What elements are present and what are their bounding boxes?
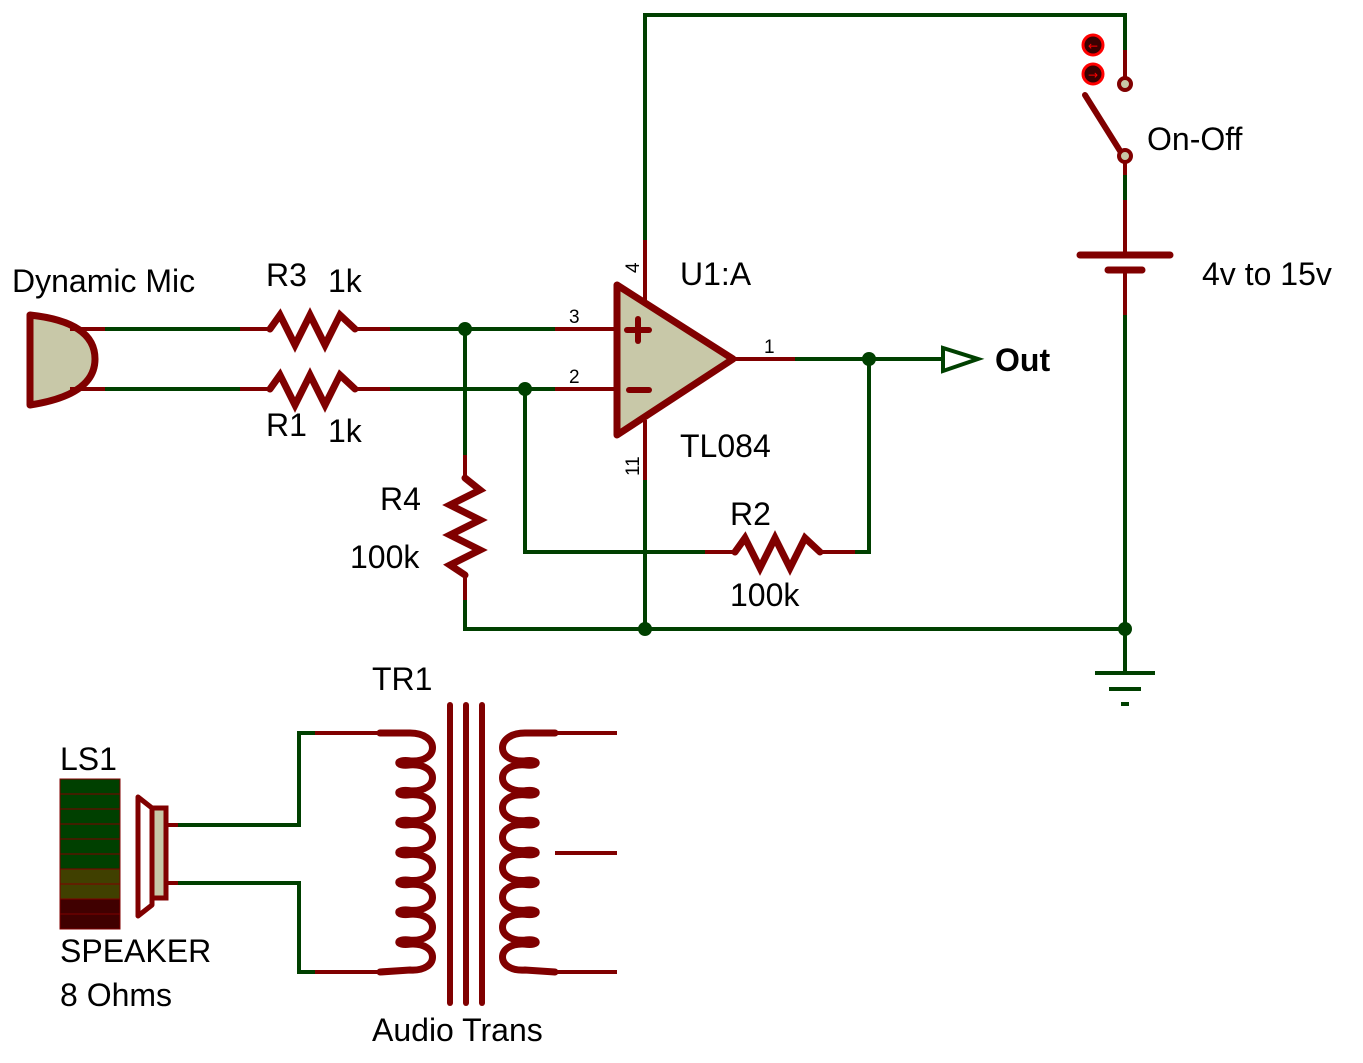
opamp-pin-2-label: 2	[569, 367, 580, 388]
switch-lever	[1082, 92, 1125, 157]
resistor-zigzag-icon	[731, 530, 824, 576]
dynamic-mic[interactable]: Dynamic Mic	[12, 263, 195, 409]
junctions	[458, 322, 1132, 636]
speaker-ls1[interactable]: LS1 SPEAKER 8 Ohms	[59, 741, 211, 1013]
switch-toggle-up-button[interactable]: ←	[1081, 33, 1105, 57]
wire-vplus	[643, 13, 1127, 242]
opamp-pin-11-label: 11	[623, 456, 644, 476]
opamp-triangle-icon	[613, 281, 737, 439]
r2-ref: R2	[730, 496, 771, 532]
resistor-r3[interactable]: R3 1k	[240, 257, 390, 353]
speaker-ref: LS1	[60, 741, 117, 777]
transformer-tr1[interactable]: TR1 Audio Trans	[315, 661, 617, 1048]
meter-segment	[59, 823, 121, 840]
plus-icon	[624, 316, 652, 344]
battery[interactable]: 4v to 15v	[1076, 200, 1332, 315]
arrow-left-icon: ←	[1088, 39, 1098, 53]
meter-segment	[59, 853, 121, 870]
resistor-r4[interactable]: R4 100k	[350, 455, 488, 600]
tr-secondary-coil-icon	[499, 729, 559, 976]
transformer-ref: TR1	[372, 661, 432, 697]
meter-segment	[59, 913, 121, 930]
meter-segment	[59, 838, 121, 855]
r2-value: 100k	[730, 577, 800, 613]
wires	[103, 13, 1127, 974]
opamp-ref: U1:A	[680, 256, 752, 292]
resistor-zigzag-icon	[442, 474, 488, 579]
speaker-cone-icon	[135, 794, 155, 919]
battery-label: 4v to 15v	[1202, 256, 1332, 292]
opamp-pin-3-label: 3	[569, 307, 580, 328]
r1-value: 1k	[328, 413, 363, 449]
junction-dot	[458, 322, 472, 336]
speaker-value: 8 Ohms	[60, 977, 172, 1013]
arrow-right-icon: →	[1088, 68, 1098, 82]
tr-primary-coil-icon	[376, 729, 436, 976]
switch-toggle-down-button[interactable]: →	[1081, 62, 1105, 86]
speaker-magnet	[149, 805, 169, 901]
meter-segment	[59, 808, 121, 825]
switch-label: On-Off	[1147, 121, 1243, 157]
meter-segment	[59, 793, 121, 810]
junction-dot	[1118, 622, 1132, 636]
mic-icon	[26, 311, 99, 409]
switch-contact-bottom	[1117, 148, 1133, 164]
mic-label: Dynamic Mic	[12, 263, 195, 299]
meter-segment	[59, 898, 121, 915]
r3-ref: R3	[266, 257, 307, 293]
junction-dot	[518, 382, 532, 396]
resistor-zigzag-icon	[266, 367, 359, 413]
speaker-level-meter	[59, 778, 121, 930]
r3-value: 1k	[328, 263, 363, 299]
switch-on-off[interactable]: ← → On-Off	[1081, 33, 1243, 175]
meter-segment	[59, 883, 121, 900]
meter-segment	[59, 868, 121, 885]
resistor-zigzag-icon	[266, 307, 359, 353]
opamp-part: TL084	[680, 428, 771, 464]
resistor-r1[interactable]: R1 1k	[240, 367, 390, 449]
opamp-pin-1-label: 1	[764, 337, 775, 358]
opamp-u1a[interactable]: 3 2 1 4 11 U1:A TL084	[555, 240, 795, 480]
meter-segment	[59, 778, 121, 795]
r4-ref: R4	[380, 481, 421, 517]
speaker-type: SPEAKER	[60, 933, 211, 969]
ground-icon	[1095, 671, 1155, 706]
output-arrow-icon	[941, 345, 985, 374]
output-terminal[interactable]: Out	[941, 342, 1050, 378]
wire-speaker-tr-bottom	[173, 881, 317, 974]
resistor-r2[interactable]: R2 100k	[705, 496, 855, 613]
output-label: Out	[995, 342, 1050, 378]
wire-feedback-right	[853, 357, 871, 554]
opamp-pin-4-label: 4	[623, 262, 644, 273]
wire-speaker-tr-top	[173, 731, 317, 827]
transformer-value: Audio Trans	[372, 1012, 543, 1048]
wire-ground-bus	[463, 598, 1127, 631]
junction-dot	[862, 352, 876, 366]
r4-value: 100k	[350, 539, 420, 575]
r1-ref: R1	[266, 407, 307, 443]
junction-dot	[638, 622, 652, 636]
switch-contact-top	[1117, 76, 1133, 92]
